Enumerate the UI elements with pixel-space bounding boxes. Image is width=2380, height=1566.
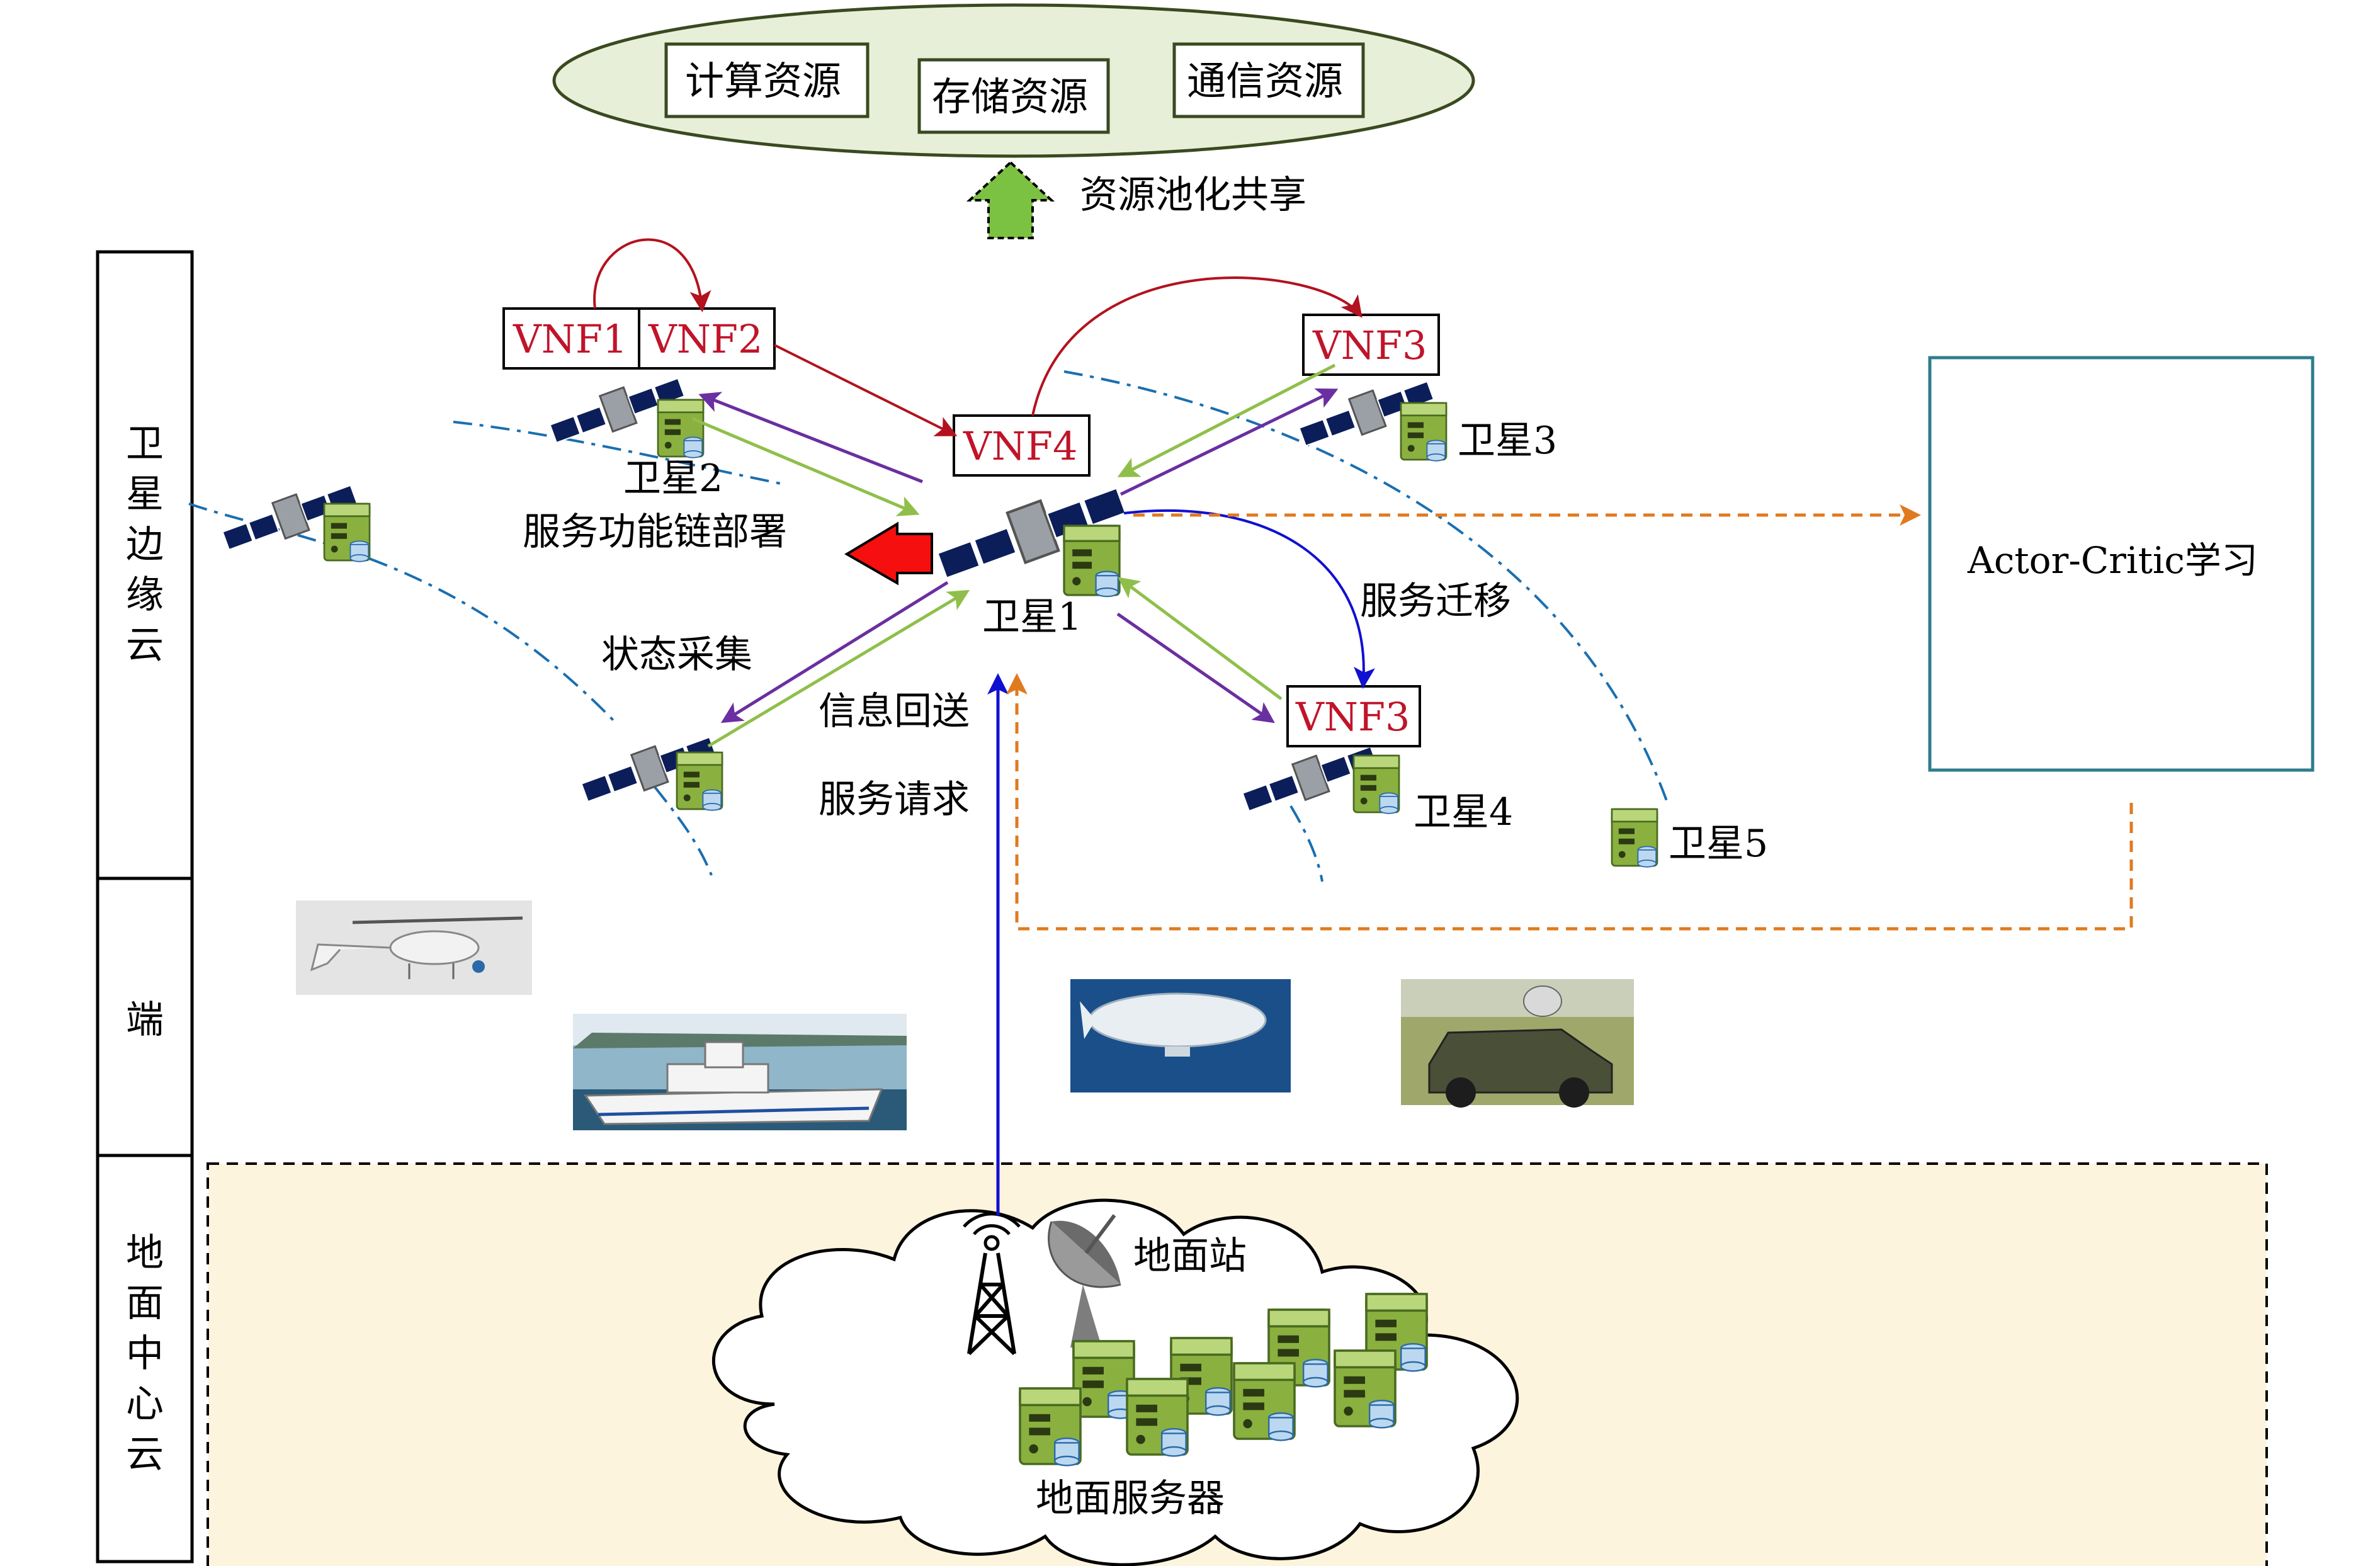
pool-sharing-up-arrow-icon	[966, 161, 1055, 239]
satellite-1-label: 卫星1	[982, 595, 1082, 639]
layer-satellite-edge-label: 卫星边缘云	[126, 422, 164, 667]
satellite-5-server-icon	[1611, 808, 1658, 868]
server-icon	[1072, 1340, 1135, 1420]
resource-communication: 通信资源	[1187, 58, 1343, 104]
server-icon	[1400, 402, 1448, 462]
server-icon	[676, 751, 723, 812]
actor-critic-box	[1928, 356, 2315, 772]
satellite-2-label: 卫星2	[623, 457, 723, 501]
vnf2-label: VNF2	[648, 316, 763, 362]
vnf1-label: VNF1	[513, 316, 628, 362]
server-icon	[1334, 1349, 1397, 1429]
vnf3-top-label: VNF3	[1312, 322, 1427, 368]
layer-terminal-label: 端	[126, 998, 164, 1042]
server-icon	[657, 399, 705, 459]
radio-tower-icon	[963, 1212, 1021, 1356]
layer-column	[96, 250, 194, 1563]
sfc-deploy-label: 服务功能链部署	[523, 510, 787, 554]
actor-critic-label: Actor-Critic学习	[1967, 539, 2258, 582]
satellite-4-label: 卫星4	[1414, 790, 1513, 834]
service-migration-label: 服务迁移	[1360, 579, 1511, 623]
server-icon	[1233, 1362, 1296, 1442]
airship-image	[1070, 979, 1291, 1092]
layer-ground-center-label: 地面中心云	[126, 1231, 164, 1477]
ground-servers-label: 地面服务器	[1036, 1477, 1225, 1521]
state-collect-arrows	[692, 363, 1339, 748]
server-icon	[323, 502, 371, 563]
sfc-chain-arrows	[593, 238, 1363, 436]
orbit-lines	[188, 370, 1670, 882]
server-icon	[1352, 754, 1400, 815]
sfc-deploy-arrow-icon	[844, 521, 933, 586]
service-migration-arrow	[1123, 509, 1375, 689]
vnf4-label: VNF4	[963, 423, 1078, 469]
from-learner-arrow	[1006, 673, 2133, 931]
military-vehicle-image	[1401, 979, 1634, 1108]
satellite-dish-icon	[1048, 1214, 1121, 1348]
vnf3-bottom-label: VNF3	[1295, 694, 1410, 740]
resource-storage: 存储资源	[932, 74, 1088, 120]
helicopter-drone-image	[296, 900, 532, 995]
satellite-3-label: 卫星3	[1458, 419, 1557, 463]
pool-sharing-label: 资源池化共享	[1080, 173, 1306, 217]
server-icon	[1019, 1387, 1082, 1467]
info-return-label: 信息回送	[819, 689, 970, 734]
resource-compute: 计算资源	[685, 58, 841, 104]
server-icon	[1126, 1378, 1189, 1458]
state-collect-label: 状态采集	[601, 633, 752, 677]
patrol-ship-image	[573, 1014, 907, 1130]
server-icon	[1063, 525, 1121, 598]
service-request-label: 服务请求	[819, 778, 970, 822]
ground-station-label: 地面站	[1133, 1234, 1247, 1278]
satellite-5-label: 卫星5	[1669, 822, 1768, 866]
